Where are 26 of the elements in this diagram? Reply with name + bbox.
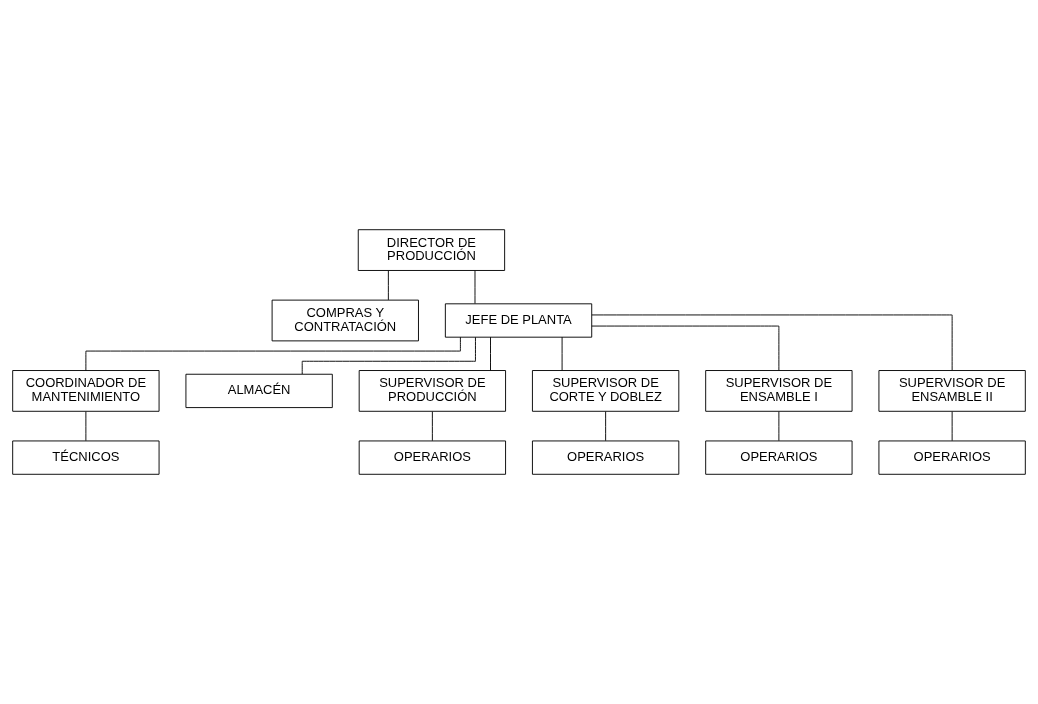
connector (490, 336, 491, 371)
node-box: COORDINADOR DE MANTENIMIENTO (12, 370, 160, 412)
connector (85, 411, 87, 442)
connector (778, 411, 780, 442)
connector (591, 314, 953, 371)
connector (561, 336, 563, 371)
connector (85, 336, 461, 371)
node-box: OPERARIOS (878, 440, 1026, 475)
connector (387, 270, 389, 301)
node-box: OPERARIOS (705, 440, 853, 475)
connector (605, 411, 607, 442)
connector (431, 411, 433, 442)
node-box: SUPERVISOR DE ENSAMBLE II (878, 370, 1026, 412)
connector (951, 411, 953, 442)
node-box: JEFE DE PLANTA (444, 303, 593, 338)
node-box: SUPERVISOR DE PRODUCCIÓN (358, 370, 507, 412)
connector (591, 325, 780, 371)
node-box: SUPERVISOR DE CORTE Y DOBLEZ (531, 370, 680, 412)
connector (474, 270, 476, 304)
node-box: ALMACÉN (185, 373, 333, 409)
node-box: OPERARIOS (358, 440, 507, 475)
node-box: TÉCNICOS (12, 440, 160, 475)
node-box: SUPERVISOR DE ENSAMBLE I (705, 370, 853, 412)
node-box: DIRECTOR DE PRODUCCIÓN (357, 229, 506, 271)
node-box: COMPRAS Y CONTRATACIÓN (271, 299, 419, 342)
node-box: OPERARIOS (531, 440, 680, 475)
